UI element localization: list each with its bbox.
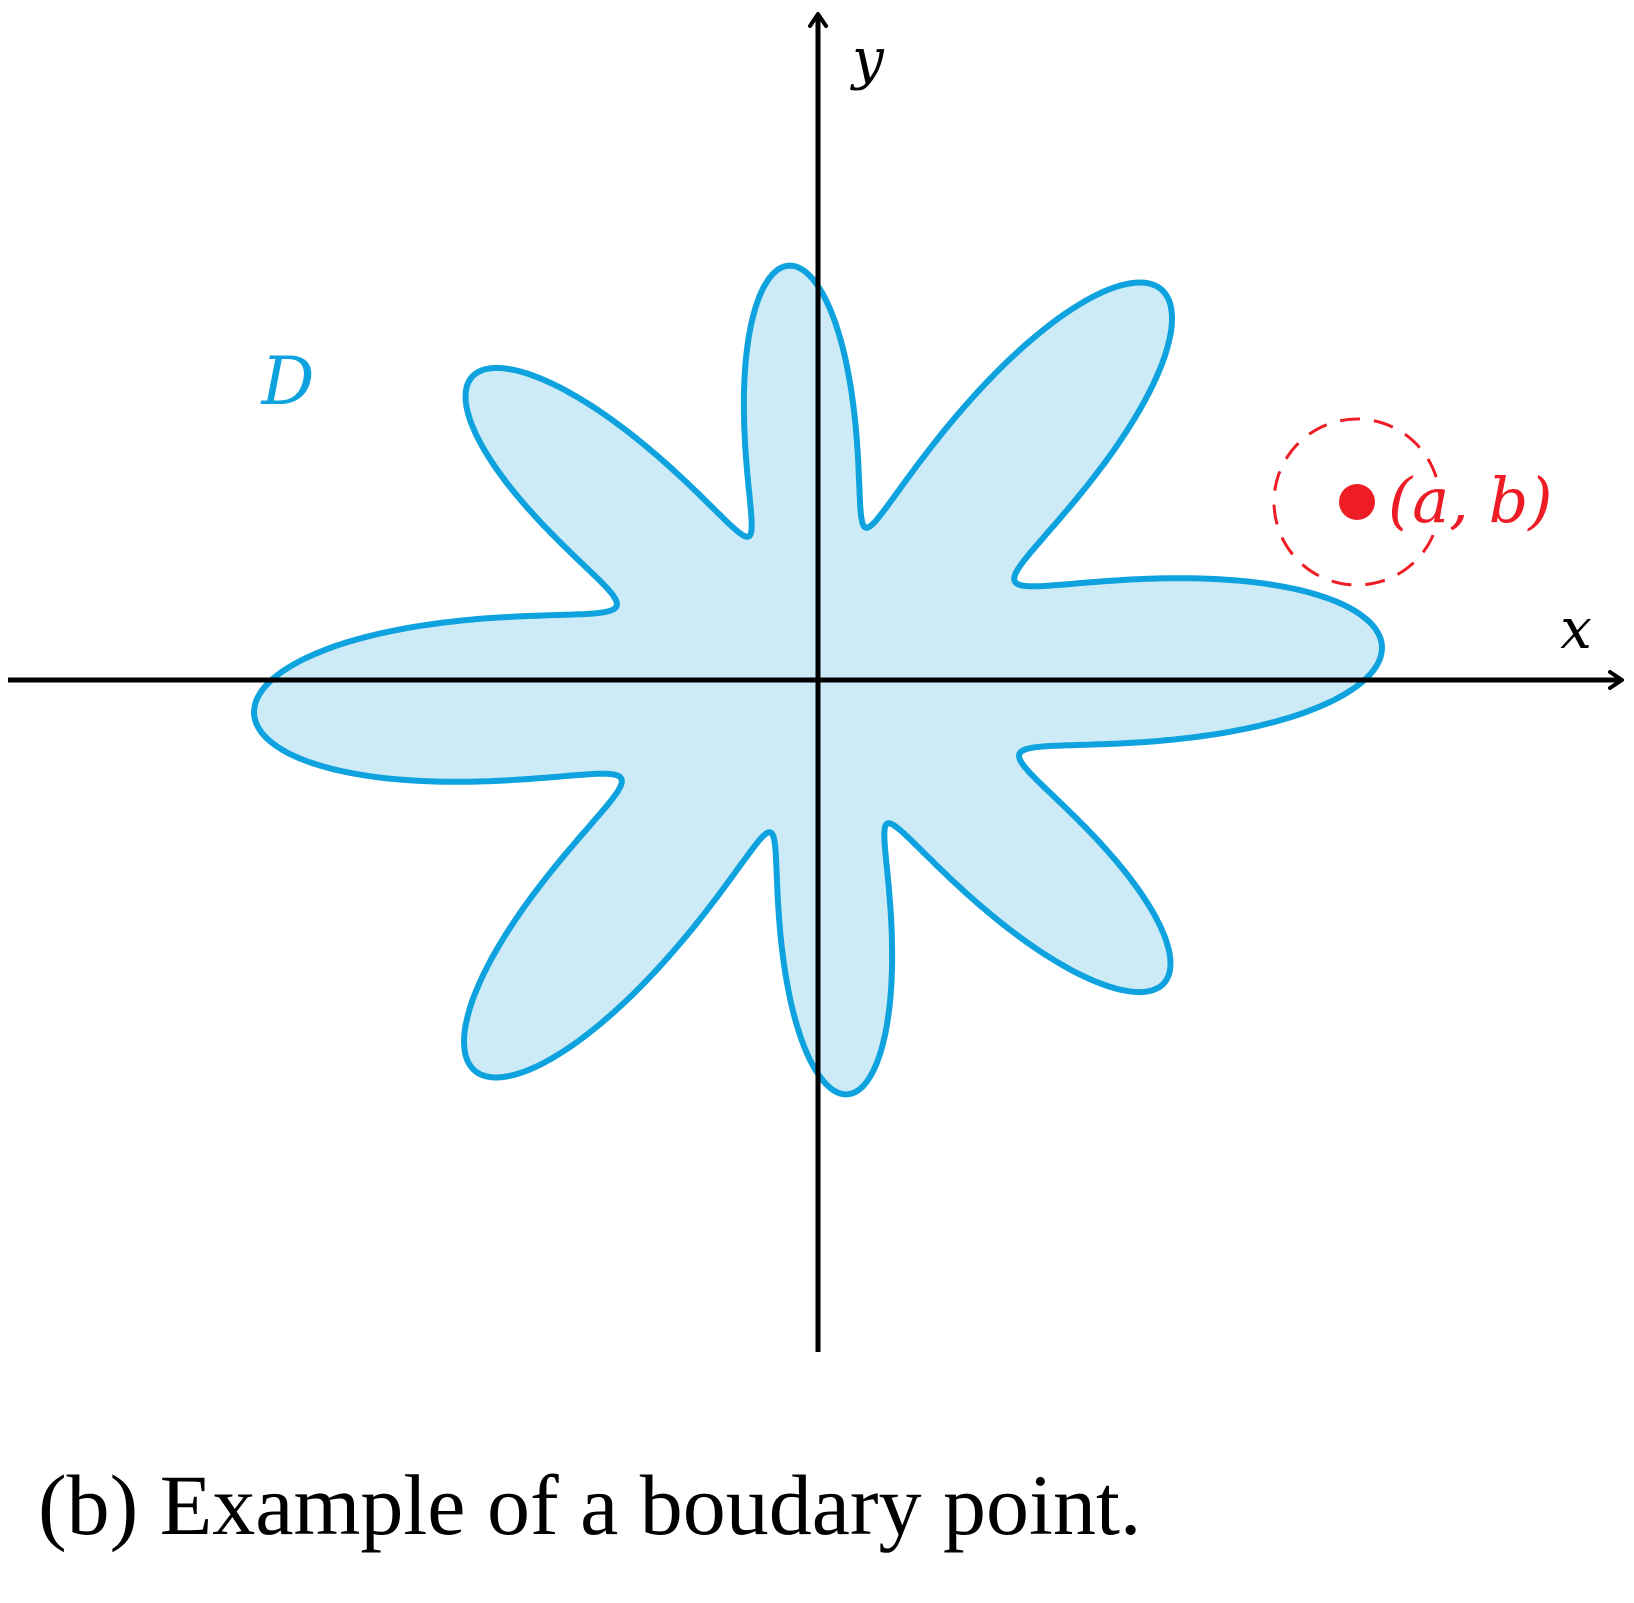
figure-caption: (b) Example of a boudary point. — [38, 1457, 1142, 1553]
neighborhood-circle — [1272, 417, 1442, 587]
figure: x y D (a, b) — [8, 12, 1624, 1352]
y-axis-label: y — [849, 27, 885, 92]
region-label: D — [261, 343, 315, 420]
x-axis-label: x — [1560, 597, 1592, 662]
boundary-point — [1339, 484, 1375, 520]
boundary-point-label: (a, b) — [1388, 464, 1552, 537]
